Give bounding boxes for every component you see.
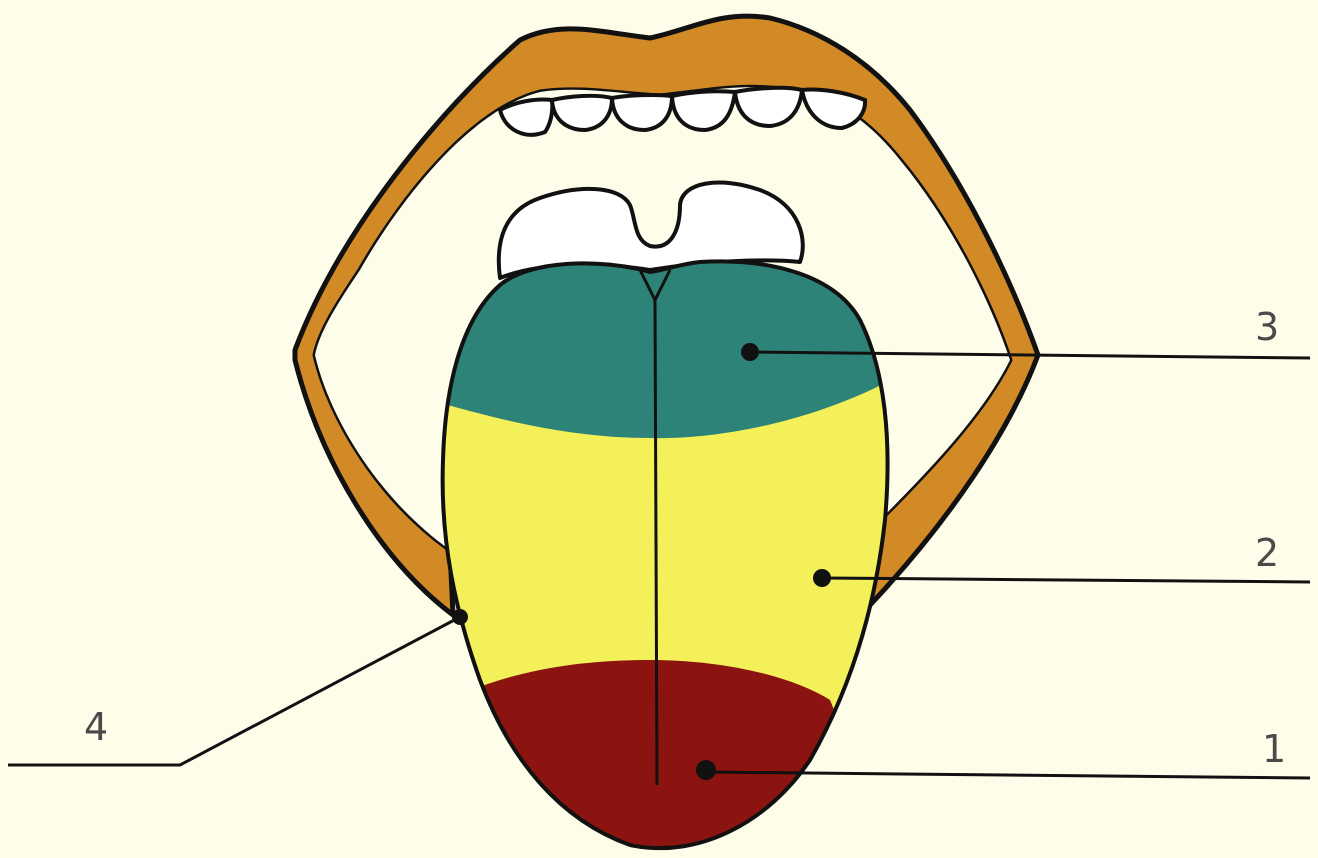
- label-1: 1: [1262, 727, 1286, 771]
- marker-dot-4: [452, 609, 468, 625]
- label-3: 3: [1255, 305, 1279, 349]
- label-4: 4: [84, 705, 108, 749]
- label-2: 2: [1255, 531, 1279, 575]
- marker-dot-3: [741, 343, 759, 361]
- marker-dot-1: [696, 760, 716, 780]
- marker-dot-2: [813, 569, 831, 587]
